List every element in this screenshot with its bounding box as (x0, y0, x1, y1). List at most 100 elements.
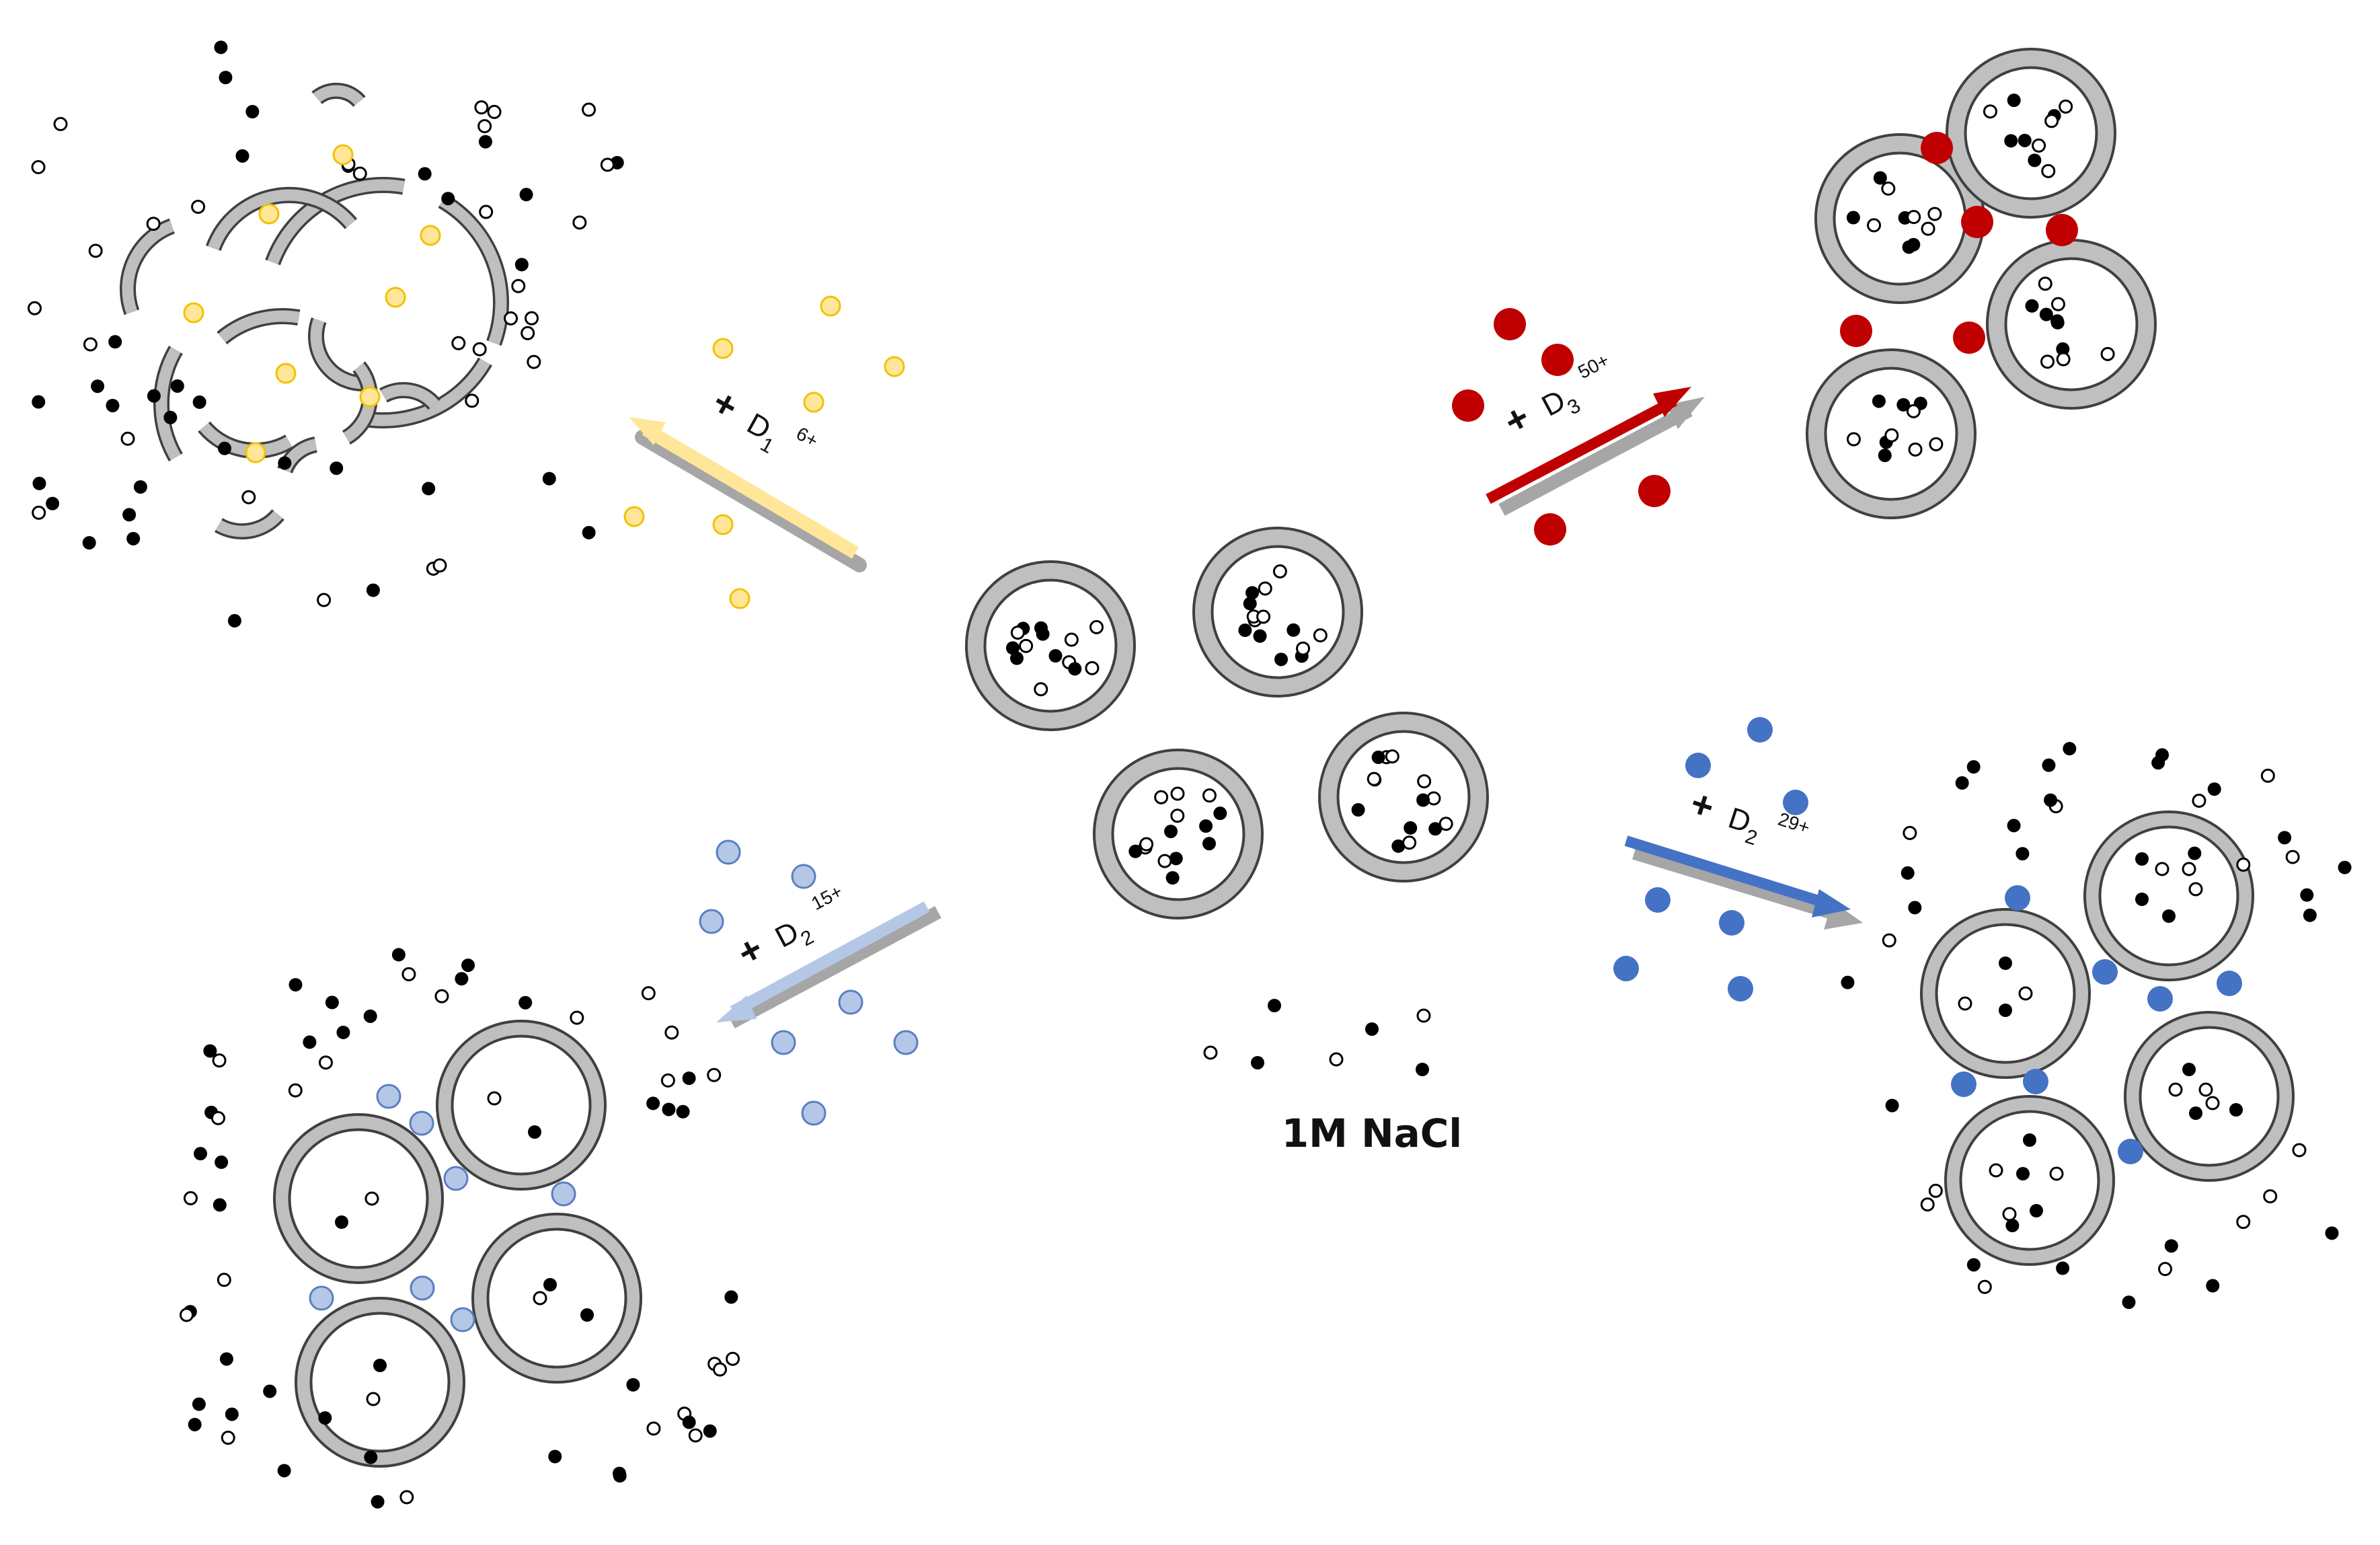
ion-filled (478, 135, 492, 149)
ion-filled (1841, 975, 1855, 989)
ion-filled (461, 958, 475, 973)
ion-filled (1371, 750, 1385, 764)
ion-filled (2004, 134, 2018, 148)
vesicle-lumen (451, 1034, 592, 1176)
ion-filled (278, 456, 292, 470)
ion-filled (2151, 756, 2165, 770)
ion-open (511, 278, 526, 293)
ion-filled (335, 1215, 348, 1229)
ion-open (1402, 835, 1417, 850)
vesicle-lumen (2139, 1026, 2280, 1167)
ion-filled (225, 1407, 239, 1421)
vesicle (2124, 1011, 2295, 1182)
ion-open (1139, 837, 1154, 852)
vesicle-lumen (1964, 66, 2098, 200)
ion-filled (2007, 819, 2021, 833)
ion-open (1989, 1163, 2003, 1178)
ion-open (288, 1083, 303, 1098)
ion-filled (613, 1469, 627, 1483)
ion-filled (32, 476, 46, 490)
ion-filled (724, 1290, 738, 1304)
ion-filled (1966, 1258, 1981, 1272)
ion-open (1416, 1008, 1431, 1023)
ion-filled (1253, 629, 1267, 643)
ion-filled (418, 167, 432, 181)
ion-open (1906, 404, 1921, 418)
ion-filled (1955, 776, 1969, 790)
ion-open (1154, 790, 1169, 804)
dendrimer-particle (410, 1275, 435, 1301)
ion-filled (1169, 852, 1183, 866)
dendrimer-particle (884, 356, 905, 377)
ion-filled (1428, 822, 1443, 836)
ion-open (1272, 564, 1287, 578)
ion-open (2205, 1096, 2220, 1110)
ion-filled (303, 1035, 317, 1049)
ion-open (179, 1308, 194, 1322)
ion-filled (219, 1352, 233, 1366)
ion-filled (289, 978, 303, 992)
ion-filled (2023, 1133, 2036, 1147)
dendrimer-particle (275, 363, 297, 384)
ion-filled (703, 1424, 717, 1438)
ion-open (146, 217, 161, 231)
ion-filled (2229, 1103, 2243, 1117)
ion-filled (1908, 901, 1922, 915)
intact-vesicles-group (965, 527, 1489, 919)
ion-open (1881, 181, 1896, 196)
ion-filled (1365, 1022, 1379, 1036)
d2-light-particles (699, 839, 919, 1126)
ion-filled (46, 496, 60, 511)
ion-open (217, 1273, 231, 1287)
ion-open (183, 1191, 198, 1205)
vesicle (273, 1113, 444, 1284)
ion-open (1958, 996, 1972, 1011)
ion-open (1907, 210, 1921, 225)
ion-open (221, 1431, 235, 1445)
ion-filled (543, 1278, 557, 1291)
shell-fragment (155, 346, 181, 461)
ion-open (2059, 99, 2073, 114)
ion-open (2018, 986, 2033, 1001)
ion-filled (1009, 651, 1024, 665)
ion-open (479, 204, 494, 219)
dendrimer-particle (712, 338, 734, 359)
ion-filled (582, 525, 596, 539)
ion-filled (1164, 825, 1178, 839)
label-d2-plus: + (1685, 781, 1720, 828)
dendrimer-particle (443, 1166, 469, 1191)
ion-filled (1165, 871, 1180, 885)
ion-filled (1901, 866, 1915, 880)
dendrimer-particle (1728, 976, 1753, 1002)
ion-filled (455, 972, 469, 986)
ion-filled (108, 335, 122, 349)
ion-filled (2164, 1239, 2178, 1253)
dendrimer-particle (1961, 206, 1993, 238)
ion-filled (170, 379, 184, 393)
ion-open (521, 326, 535, 340)
d2-cluster-group (1841, 742, 2352, 1310)
ion-open (533, 1291, 547, 1306)
ion-filled (1907, 237, 1921, 252)
ion-filled (2207, 782, 2221, 796)
ion-filled (441, 192, 455, 206)
ion-open (1920, 1197, 1935, 1212)
ion-filled (1128, 844, 1143, 858)
ion-open (1258, 581, 1272, 596)
ion-filled (1416, 1063, 1429, 1076)
ion-open (1882, 933, 1896, 948)
ion-open (527, 354, 541, 369)
dendrimer-particle (359, 386, 381, 408)
vesicle (1920, 908, 2091, 1079)
ion-open (2292, 1143, 2307, 1158)
arrow-d1 (629, 417, 867, 572)
ion-open (1329, 1052, 1344, 1067)
vesicle-lumen (309, 1312, 451, 1453)
ion-filled (1274, 652, 1289, 667)
ion-filled (1873, 171, 1887, 185)
label-d1-plus: + (705, 380, 745, 428)
shell-fragment (439, 196, 507, 345)
ion-filled (2007, 93, 2021, 108)
